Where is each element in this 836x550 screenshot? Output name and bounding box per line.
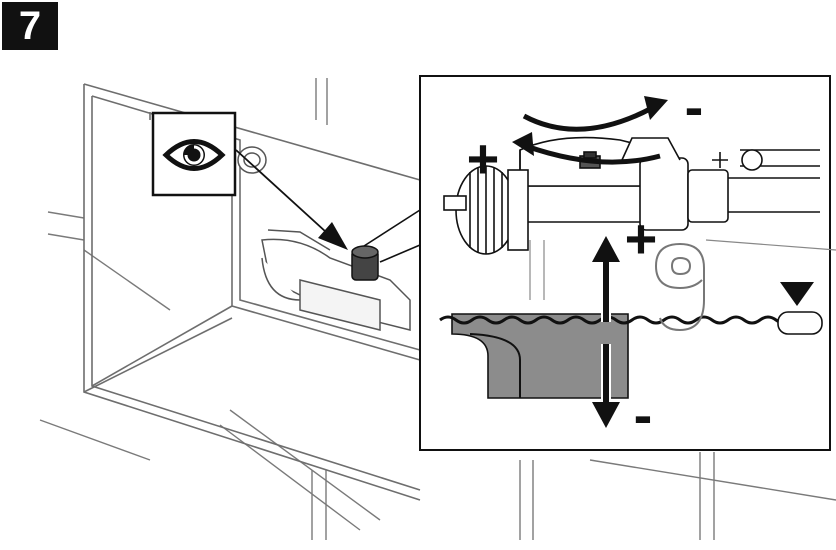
- rotate-arrowhead-plus: [512, 132, 534, 156]
- wall-tiles: [39, 78, 836, 540]
- rotate-minus-sign: -: [685, 75, 704, 138]
- detail-tiles: [529, 239, 836, 300]
- water-level-line: [439, 315, 822, 325]
- detail-view: + - + -: [419, 75, 836, 451]
- eye-icon: [151, 111, 237, 197]
- adjustment-wheel: [443, 165, 529, 255]
- rotate-arrow-icon: [522, 105, 661, 165]
- detail-leader: [363, 209, 421, 263]
- lower-minus-sign: -: [634, 383, 653, 446]
- view-pointer: [235, 149, 348, 250]
- fill-valve: [499, 136, 820, 231]
- step-number-badge: 7: [2, 2, 58, 50]
- mount-hole: [237, 146, 267, 174]
- vertical-adjust-arrows: [592, 236, 620, 428]
- raise-plus-sign: +: [625, 207, 658, 270]
- water-level-marker-icon: [777, 282, 823, 335]
- niche-valve: [261, 229, 411, 331]
- float: [451, 313, 629, 399]
- rotate-arrowhead-minus: [644, 96, 668, 120]
- rotate-plus-sign: +: [467, 127, 500, 190]
- height-mark: [654, 242, 705, 332]
